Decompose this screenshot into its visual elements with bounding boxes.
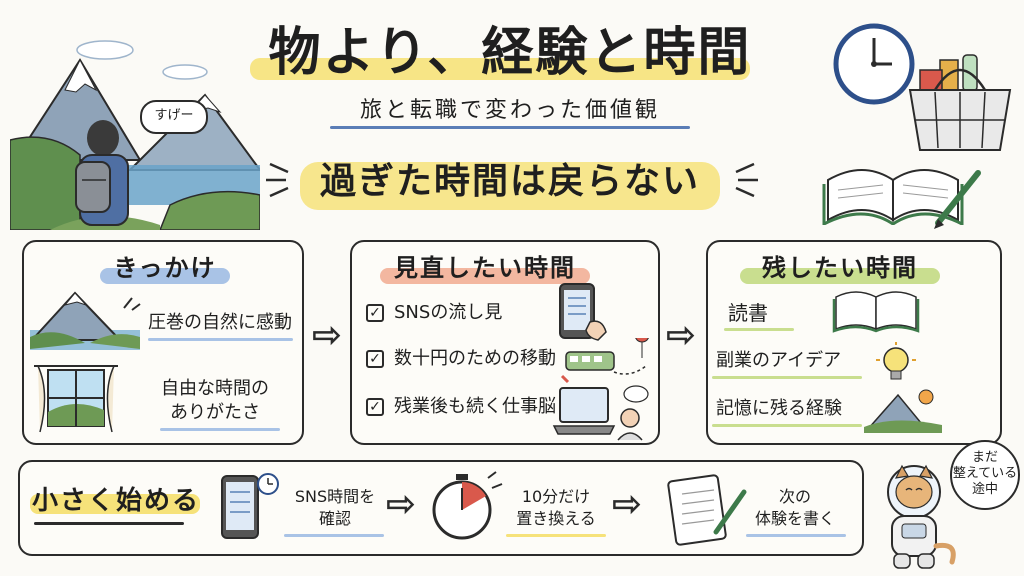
step-1-line2: 確認 bbox=[318, 509, 351, 528]
smartphone-icon bbox=[559, 283, 607, 341]
emphasis-marks-left bbox=[266, 162, 289, 198]
mascot-bubble-line-2: 整えている bbox=[952, 466, 1018, 481]
steps-title: 小さく始める bbox=[31, 486, 200, 516]
mascot-bubble-line-1: まだ bbox=[971, 450, 998, 465]
review-item-1: SNSの流し見 bbox=[394, 302, 503, 323]
trigger-title: きっかけ bbox=[113, 254, 217, 282]
keep-title: 残したい時間 bbox=[762, 254, 918, 282]
astronaut-cat-mascot bbox=[887, 464, 956, 569]
phone-clock-icon bbox=[221, 473, 279, 539]
sparkle-marks bbox=[123, 297, 141, 311]
step-2-line1: 10分だけ bbox=[521, 487, 591, 506]
step-1-line1: SNS時間を bbox=[294, 487, 376, 506]
step-arrow-2: ⇨ bbox=[612, 484, 643, 525]
laptop-worker-icon bbox=[552, 385, 649, 441]
trigger-item-2: 自由な時間の bbox=[161, 378, 269, 399]
steps-title-underline bbox=[34, 522, 184, 525]
flow-arrow-1: ⇨ bbox=[312, 315, 343, 356]
timer-icon bbox=[432, 471, 503, 540]
keep-item-2-underline bbox=[712, 376, 862, 379]
mountain-icon bbox=[30, 291, 140, 350]
step-2-underline bbox=[506, 534, 606, 537]
keep-item-3-underline bbox=[712, 424, 862, 427]
step-2-line2: 置き換える bbox=[516, 509, 596, 528]
clock-icon bbox=[833, 23, 915, 105]
trigger-item-1: 圧巻の自然に感動 bbox=[148, 312, 292, 333]
keep-item-3: 記憶に残る経験 bbox=[716, 398, 842, 419]
keep-item-1: 読書 bbox=[728, 301, 768, 325]
step-arrow-1: ⇨ bbox=[386, 484, 417, 525]
mascot-speech-bubble: まだ 整えている 途中 bbox=[950, 440, 1020, 510]
open-book-icon bbox=[822, 169, 964, 225]
review-item-2: 数十円のための移動 bbox=[394, 348, 556, 369]
checkbox-1[interactable]: ✓ bbox=[366, 304, 384, 322]
checkbox-2[interactable]: ✓ bbox=[366, 350, 384, 368]
emphasis-marks-right bbox=[735, 162, 758, 198]
trigger-title-highlight bbox=[100, 268, 230, 284]
window-icon bbox=[34, 365, 118, 433]
subtitle-underline bbox=[330, 126, 690, 129]
mountain-sun-icon bbox=[864, 389, 942, 433]
keep-title-highlight bbox=[740, 268, 940, 284]
review-title-highlight bbox=[380, 268, 590, 284]
hiker-landscape-illustration bbox=[10, 40, 260, 230]
keep-item-1-underline bbox=[724, 328, 794, 331]
steps-title-highlight bbox=[30, 494, 200, 514]
title-highlight bbox=[250, 58, 750, 80]
step-3-underline bbox=[746, 534, 846, 537]
speech-bubble: すげー bbox=[140, 100, 208, 134]
notebook-pen-icon bbox=[667, 474, 747, 546]
lightbulb-icon bbox=[876, 342, 916, 380]
mascot-bubble-line-3: 途中 bbox=[971, 482, 998, 497]
trigger-item-3: ありがたさ bbox=[170, 402, 260, 423]
motto-highlight bbox=[300, 162, 720, 210]
trigger-item-3-underline bbox=[160, 428, 280, 431]
motto-text: 過ぎた時間は戻らない bbox=[319, 161, 700, 202]
speech-text: すげー bbox=[154, 108, 194, 123]
keep-item-2: 副業のアイデア bbox=[716, 350, 842, 371]
checkbox-3[interactable]: ✓ bbox=[366, 398, 384, 416]
page-subtitle: 旅と転職で変わった価値観 bbox=[359, 98, 660, 123]
book-icon bbox=[832, 291, 920, 333]
review-title: 見直したい時間 bbox=[394, 254, 576, 282]
pencil-icon bbox=[934, 170, 981, 229]
step-1-underline bbox=[284, 534, 384, 537]
step-3-line2: 体験を書く bbox=[754, 509, 835, 528]
page-title: 物より、経験と時間 bbox=[268, 23, 752, 83]
trigger-item-1-underline bbox=[148, 338, 293, 341]
train-route-icon bbox=[560, 338, 649, 384]
shopping-basket-icon bbox=[908, 54, 1012, 151]
flow-arrow-2: ⇨ bbox=[666, 315, 697, 356]
review-item-3: 残業後も続く仕事脳 bbox=[394, 396, 556, 417]
step-3-line1: 次の bbox=[778, 487, 811, 506]
